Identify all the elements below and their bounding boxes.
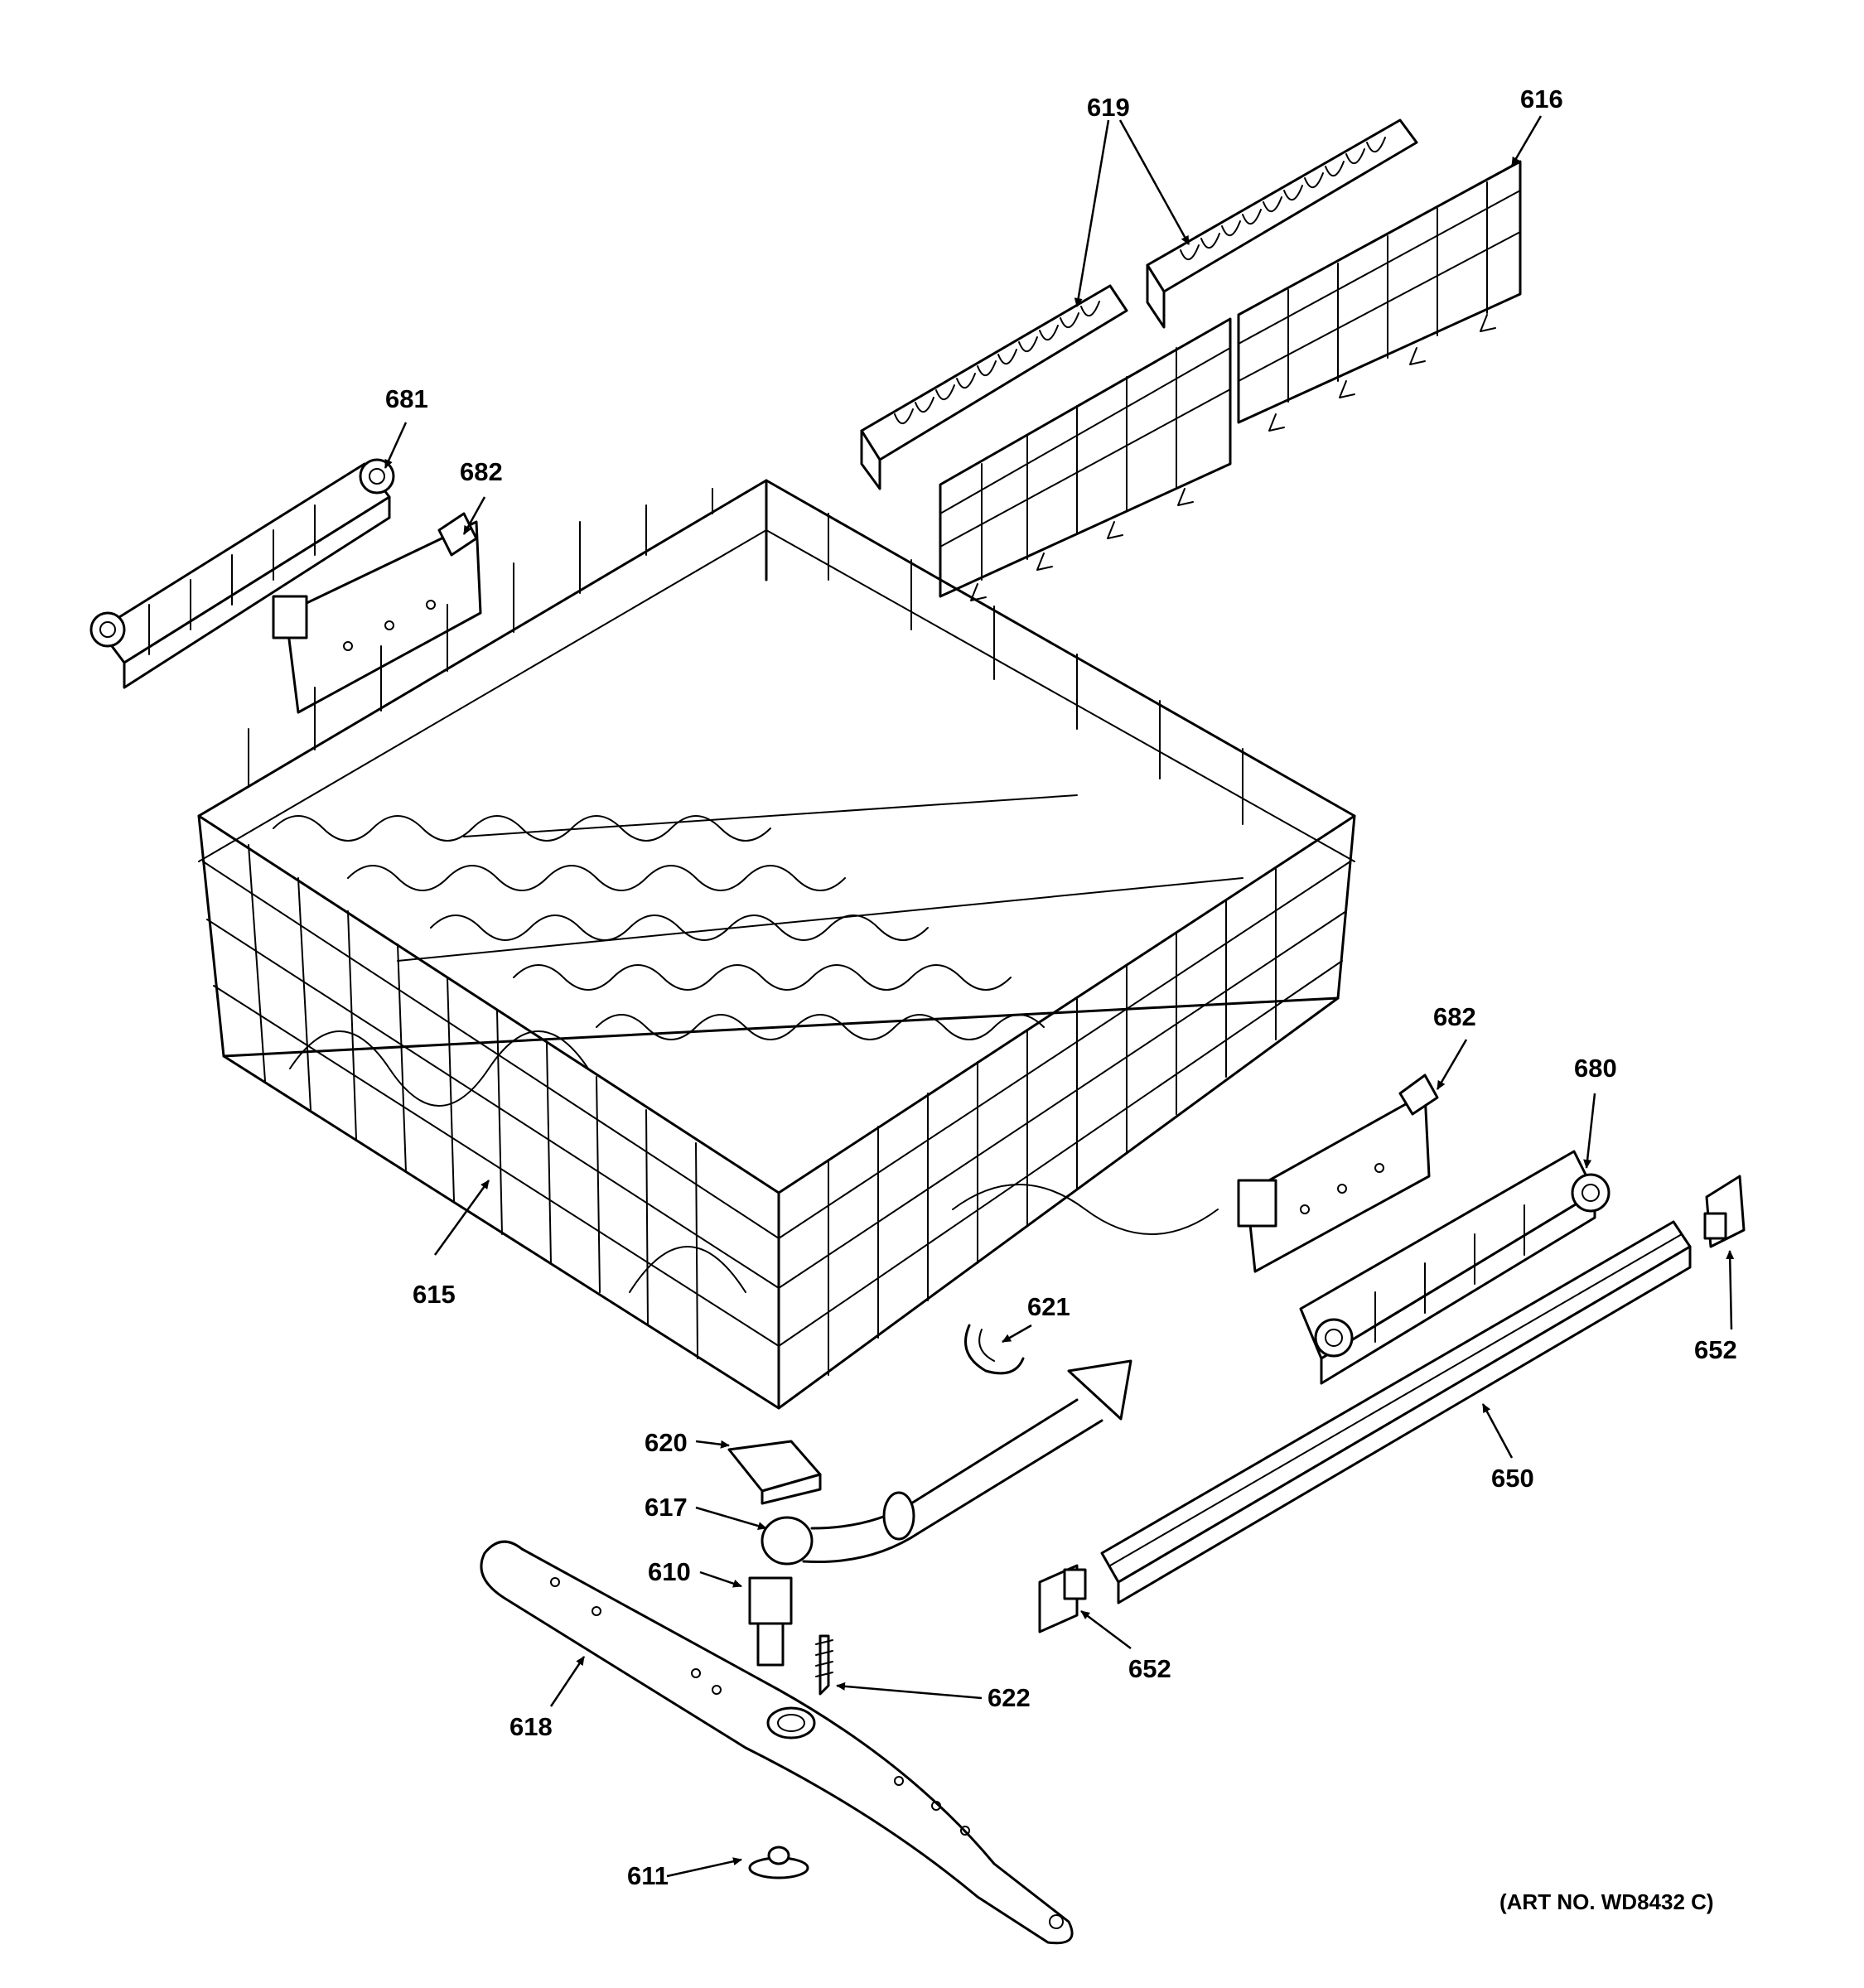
upper-rack — [197, 479, 1356, 1410]
label-615: 615 — [413, 1280, 456, 1309]
label-619: 619 — [1087, 93, 1130, 122]
slide-rail — [1100, 1220, 1692, 1604]
roller-rail-right — [1299, 1150, 1610, 1385]
bracket-left — [272, 512, 482, 714]
label-622: 622 — [988, 1683, 1031, 1712]
nut — [748, 1846, 809, 1879]
feed-tube — [761, 1359, 1132, 1566]
bearing — [748, 1576, 793, 1667]
label-652-right: 652 — [1694, 1335, 1737, 1364]
tine-row-left — [860, 284, 1128, 490]
hose-clip — [964, 1324, 1025, 1375]
label-611: 611 — [627, 1861, 669, 1890]
shelf-left — [939, 317, 1232, 601]
label-618: 618 — [509, 1712, 553, 1741]
cap — [727, 1440, 822, 1505]
tine-row-right — [1146, 118, 1418, 329]
bracket-right — [1237, 1074, 1439, 1273]
label-650: 650 — [1491, 1464, 1534, 1493]
label-682-top: 682 — [460, 457, 503, 486]
spray-arm — [480, 1540, 1074, 1945]
art-number: (ART NO. WD8432 C) — [1499, 1889, 1714, 1914]
label-680: 680 — [1574, 1054, 1617, 1083]
label-617: 617 — [645, 1493, 688, 1522]
label-620: 620 — [645, 1428, 688, 1457]
end-cap-bottom — [1038, 1564, 1087, 1633]
label-621: 621 — [1027, 1292, 1070, 1321]
shelf-right — [1237, 160, 1522, 432]
label-681: 681 — [385, 384, 428, 413]
screw — [815, 1634, 833, 1696]
label-616: 616 — [1520, 84, 1563, 113]
label-682-right: 682 — [1433, 1002, 1476, 1031]
end-cap-right — [1703, 1175, 1746, 1248]
leader-lines — [384, 115, 1735, 1878]
label-610: 610 — [648, 1557, 691, 1586]
label-652-bottom: 652 — [1128, 1654, 1171, 1683]
